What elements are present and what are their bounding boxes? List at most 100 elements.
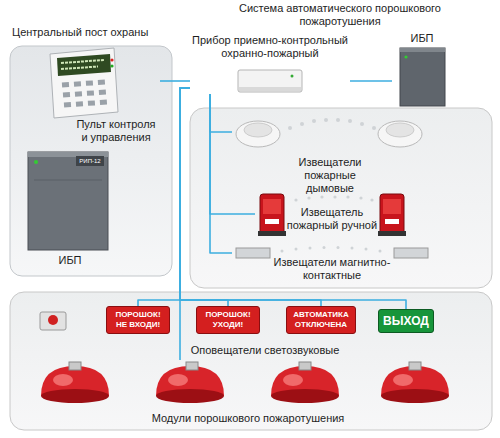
dot <box>295 248 298 251</box>
device-label: Модули порошкового пожаротушения <box>138 412 358 425</box>
dot <box>281 250 284 253</box>
signal-dots <box>281 246 382 253</box>
actuator-region <box>10 292 492 430</box>
keypad-device: Пульт контроля и управления <box>40 48 160 148</box>
dot <box>333 195 336 198</box>
call-point-base <box>258 231 286 236</box>
sign-text: АВТОМАТИКА ОТКЛЮЧЕНА <box>289 310 353 330</box>
dot <box>300 122 304 126</box>
device-label: ИБП <box>392 32 452 45</box>
device-label: Прибор приемно-контрольный охранно-пожар… <box>190 34 350 60</box>
module-valve <box>409 362 421 370</box>
dot <box>379 250 382 253</box>
wire-connector <box>210 94 255 214</box>
module-base <box>41 389 109 403</box>
device-label: Извещатель пожарный ручной <box>286 206 378 232</box>
dot <box>370 198 373 201</box>
dot <box>359 196 362 199</box>
start-button <box>40 312 66 330</box>
powder-module <box>156 362 224 403</box>
dot <box>346 195 349 198</box>
wire-connector <box>210 94 232 253</box>
wire-connector <box>180 88 190 360</box>
powder-module-group: Модули порошкового пожаротушения <box>30 360 466 430</box>
text-slot: Пульт контроля и управления <box>72 118 160 144</box>
exit-sign: ВЫХОД <box>378 309 434 333</box>
device-label: ИБП <box>22 254 118 267</box>
module-valve <box>299 362 311 370</box>
keypad-keys <box>63 92 107 95</box>
dot <box>348 119 352 123</box>
manual-call-point <box>380 194 404 234</box>
magnetic-contact <box>394 248 428 258</box>
call-point-window <box>263 199 281 214</box>
text-slot: Прибор приемно-контрольный охранно-пожар… <box>190 34 350 60</box>
wire-connector <box>180 88 321 306</box>
keypad-body <box>50 48 118 118</box>
text-slot: Извещатель пожарный ручной <box>286 206 378 232</box>
module-base <box>381 389 449 403</box>
text-slot: Оповещатели светозвуковые <box>160 344 370 357</box>
smoke-detector-top <box>386 123 414 137</box>
ups-seam <box>34 180 102 181</box>
manual-call-point <box>260 194 284 234</box>
text-slot: Извещатели магнитно-контактные <box>272 256 392 282</box>
warning-sign: АВТОМАТИКА ОТКЛЮЧЕНА <box>286 306 356 334</box>
dot <box>309 247 312 250</box>
ups-device: ИБП <box>392 32 452 108</box>
module-base <box>156 389 224 403</box>
smoke-detector-top <box>244 123 272 137</box>
sign-text: ВЫХОД <box>382 314 430 328</box>
dot <box>337 246 340 249</box>
call-point-plate <box>265 219 279 224</box>
warning-sign: ПОРОШОК! НЕ ВХОДИ! <box>106 306 170 334</box>
control-device-led <box>291 75 294 78</box>
call-point-base <box>378 231 406 236</box>
dot <box>307 196 310 199</box>
module-highlight <box>168 374 188 386</box>
wire-connector <box>350 80 392 82</box>
module-valve <box>69 362 81 370</box>
dot <box>351 247 354 250</box>
call-point-window <box>383 199 401 214</box>
keypad-keys <box>62 82 106 85</box>
detector-region <box>190 108 492 288</box>
keypad-display <box>57 54 111 76</box>
device-marking: РИП-12 <box>76 157 104 165</box>
dot <box>312 119 316 123</box>
control-device-body <box>238 70 302 92</box>
start-button-knob <box>48 315 58 325</box>
text-slot: ИБП <box>22 254 118 267</box>
dot <box>372 126 376 130</box>
dot <box>324 118 328 122</box>
text-slot: Центральный пост охраны <box>12 26 170 39</box>
display-line <box>61 60 104 63</box>
manual-call-group: Извещатель пожарный ручной <box>255 192 410 238</box>
diagram-title: Система автоматического порошкового пожа… <box>200 2 480 28</box>
display-line <box>61 67 98 70</box>
control-device-base <box>239 87 301 91</box>
dot <box>360 122 364 126</box>
wire-connector <box>210 94 232 132</box>
ups-body <box>400 48 445 106</box>
device-label: Пульт контроля и управления <box>72 118 160 144</box>
smoke-detector <box>378 121 422 147</box>
call-point-plate <box>385 219 399 224</box>
keypad-led <box>110 64 113 67</box>
dot <box>320 195 323 198</box>
ups-plate <box>76 156 104 166</box>
dot <box>323 246 326 249</box>
powder-module <box>381 362 449 403</box>
warning-sign: ПОРОШОК! УХОДИ! <box>196 306 260 334</box>
ups-highlight <box>400 48 445 52</box>
text-slot: ИБП <box>392 32 452 45</box>
keypad-keys <box>64 102 108 105</box>
dot <box>288 126 292 130</box>
device-label: Извещатели магнитно-контактные <box>272 256 392 282</box>
ups-led <box>404 55 407 58</box>
smoke-detector <box>236 121 280 147</box>
sign-text: ПОРОШОК! НЕ ВХОДИ! <box>109 310 167 330</box>
text-slot: РИП-12 <box>76 157 104 165</box>
magnetic-contact <box>236 248 270 258</box>
